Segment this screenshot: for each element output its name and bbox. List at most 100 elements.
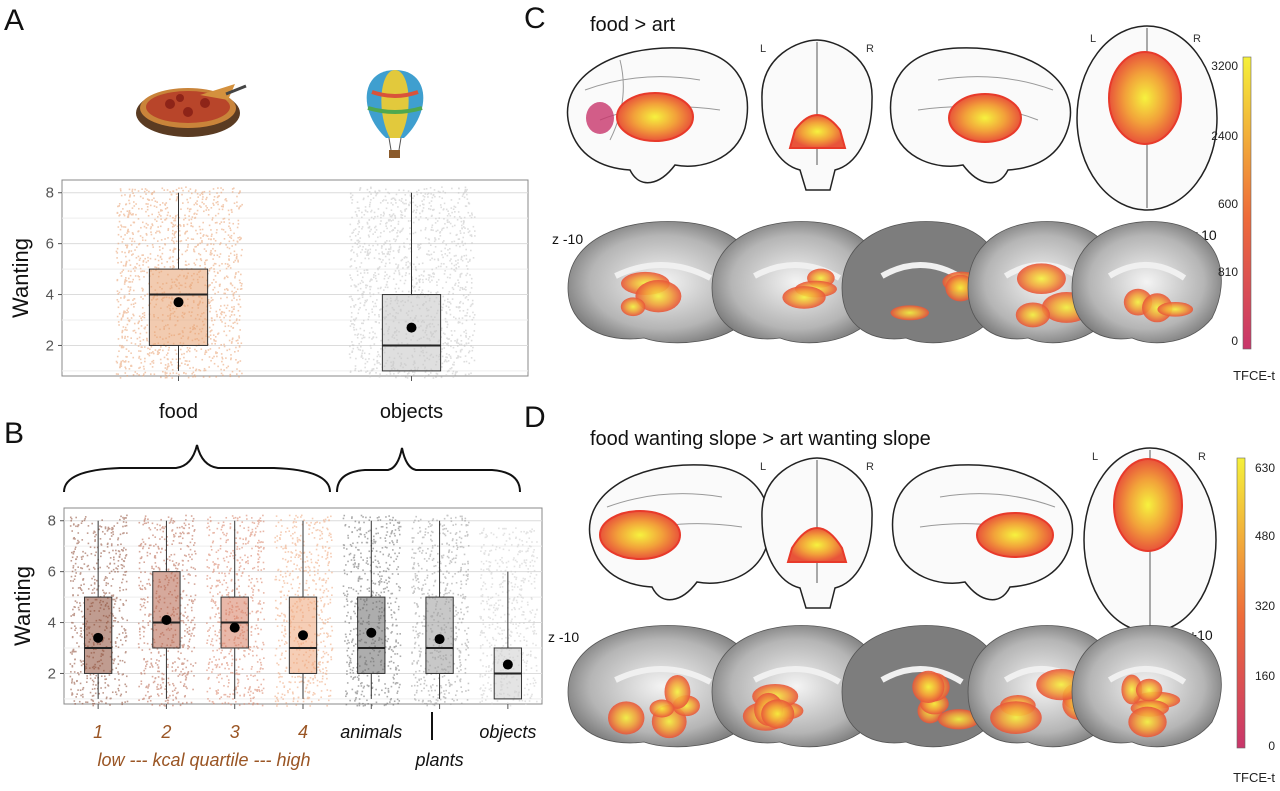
jitter-point (228, 240, 231, 243)
jitter-point (250, 634, 253, 636)
jitter-point (240, 237, 242, 239)
jitter-point (351, 216, 353, 219)
jitter-point (141, 306, 144, 309)
jitter-point (192, 602, 194, 605)
jitter-point (459, 276, 462, 278)
jitter-point (223, 579, 225, 582)
jitter-point (352, 323, 354, 325)
jitter-point (349, 265, 352, 268)
jitter-point (296, 541, 299, 543)
jitter-point (113, 619, 115, 622)
jitter-point (117, 300, 120, 303)
jitter-point (254, 640, 257, 643)
jitter-point (214, 262, 217, 265)
jitter-point (415, 277, 417, 280)
jitter-point (438, 195, 441, 198)
jitter-point (209, 591, 211, 594)
jitter-point (128, 281, 130, 283)
jitter-point (391, 197, 394, 200)
x-category-label: 2 (160, 722, 171, 742)
jitter-point (171, 666, 173, 668)
jitter-point (380, 339, 382, 342)
jitter-point (445, 374, 448, 376)
jitter-point (467, 351, 470, 354)
jitter-point (93, 592, 96, 594)
jitter-point (261, 607, 264, 610)
jitter-point (192, 627, 195, 630)
jitter-point (353, 324, 356, 326)
jitter-point (79, 573, 82, 575)
jitter-point (453, 264, 456, 267)
jitter-point (212, 188, 215, 190)
jitter-point (121, 659, 124, 662)
jitter-point (162, 370, 164, 373)
jitter-point (85, 701, 87, 703)
jitter-point (207, 349, 210, 351)
jitter-point (309, 676, 312, 679)
jitter-point (194, 369, 197, 372)
jitter-point (467, 228, 469, 230)
jitter-point (77, 689, 79, 691)
jitter-point (349, 223, 352, 226)
jitter-point (379, 201, 382, 204)
jitter-point (148, 696, 151, 698)
jitter-point (199, 242, 201, 245)
jitter-point (441, 362, 444, 365)
jitter-point (208, 302, 211, 305)
jitter-point (223, 369, 225, 371)
box (152, 571, 181, 649)
jitter-point (238, 585, 240, 588)
jitter-point (327, 653, 330, 656)
jitter-point (357, 233, 359, 236)
jitter-point (146, 660, 149, 663)
jitter-point (147, 353, 150, 356)
jitter-point (174, 232, 176, 235)
jitter-point (154, 536, 157, 538)
jitter-point (104, 526, 107, 528)
jitter-point (366, 360, 369, 363)
jitter-point (366, 299, 369, 301)
jitter-point (445, 266, 448, 268)
jitter-point (472, 311, 474, 314)
jitter-point (137, 190, 140, 192)
jitter-point (74, 546, 77, 549)
jitter-point (223, 656, 226, 659)
jitter-point (416, 256, 418, 259)
jitter-point (87, 588, 90, 590)
jitter-point (315, 583, 317, 585)
jitter-point (118, 214, 120, 217)
jitter-point (253, 645, 255, 648)
jitter-point (132, 314, 135, 317)
jitter-point (163, 538, 166, 541)
jitter-point (301, 680, 304, 683)
jitter-point (117, 321, 120, 323)
jitter-point (149, 552, 151, 555)
jitter-point (174, 564, 177, 567)
jitter-point (178, 230, 181, 232)
jitter-point (107, 527, 110, 530)
jitter-point (316, 653, 319, 656)
jitter-point (132, 192, 134, 195)
jitter-point (458, 215, 461, 218)
jitter-point (284, 628, 286, 630)
jitter-point (197, 243, 199, 246)
jitter-point (216, 229, 218, 231)
jitter-point (138, 275, 140, 278)
jitter-point (127, 311, 129, 313)
jitter-point (372, 217, 375, 220)
jitter-point (73, 550, 75, 553)
jitter-point (141, 588, 144, 591)
jitter-point (81, 702, 84, 705)
jitter-point (384, 195, 387, 198)
jitter-point (439, 231, 442, 233)
jitter-point (212, 599, 215, 602)
jitter-point (372, 197, 375, 199)
jitter-point (250, 581, 252, 584)
jitter-point (219, 243, 221, 246)
jitter-point (227, 685, 229, 688)
jitter-point (71, 692, 73, 694)
jitter-point (105, 678, 108, 680)
jitter-point (314, 574, 316, 576)
jitter-point (168, 555, 171, 558)
jitter-point (453, 216, 456, 218)
